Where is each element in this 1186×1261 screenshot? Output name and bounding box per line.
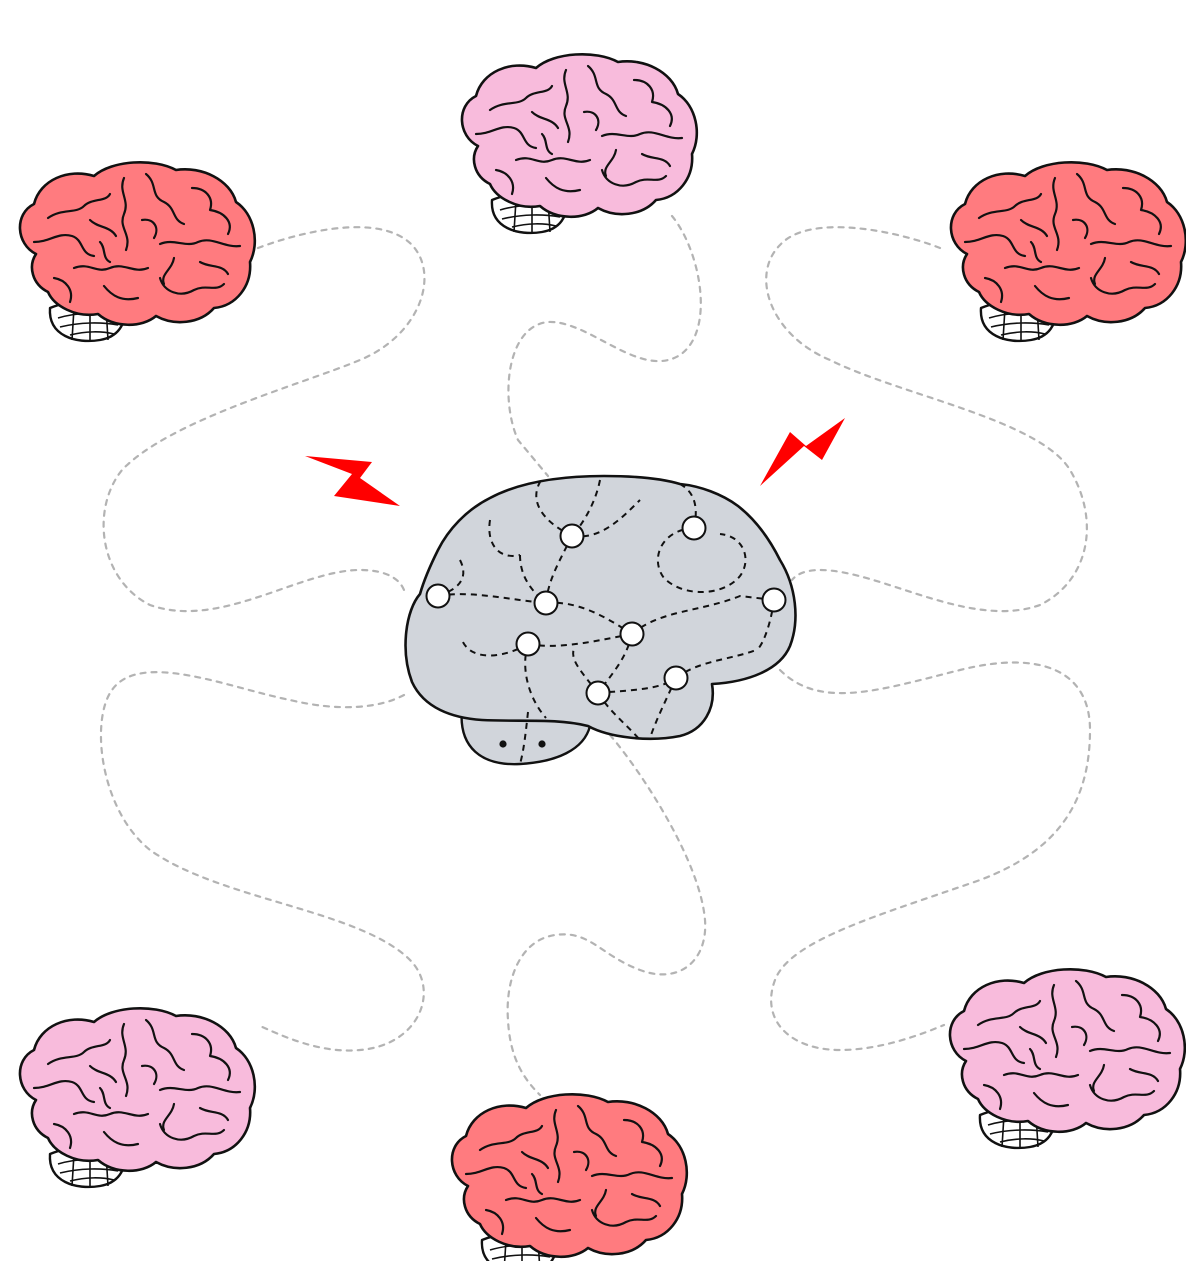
network-node [681, 515, 707, 541]
network-node [425, 583, 451, 609]
cerebellum-dot [538, 740, 546, 748]
network-node [515, 631, 541, 657]
brain-bottom-center-icon [450, 1092, 689, 1261]
connector-bottom-left [99, 671, 425, 1052]
spark-right-icon [760, 418, 845, 486]
brain-bottom-left-icon [18, 1006, 257, 1190]
brain-bottom-right-icon [948, 967, 1186, 1151]
network-node [559, 523, 585, 549]
network-node [663, 665, 689, 691]
network-nodes [425, 515, 787, 706]
network-node [761, 587, 787, 613]
connector-top-right [765, 226, 1088, 613]
neural-network-brain-icon [404, 474, 797, 766]
network-node [533, 590, 559, 616]
network-node [619, 621, 645, 647]
spark-left-icon [305, 456, 400, 506]
brain-top-center-icon [460, 52, 699, 236]
central-cerebrum [404, 474, 797, 741]
connector-bottom-center [506, 733, 707, 1097]
cerebellum-dot [499, 740, 507, 748]
central-brain [404, 474, 797, 766]
brain-top-left-icon [18, 160, 257, 344]
connector-bottom-right [770, 661, 1092, 1052]
brain-top-right-icon [949, 160, 1186, 344]
connector-top-center [507, 214, 702, 478]
network-node [585, 680, 611, 706]
connector-top-left [102, 226, 426, 613]
connector-lines [99, 214, 1092, 1097]
